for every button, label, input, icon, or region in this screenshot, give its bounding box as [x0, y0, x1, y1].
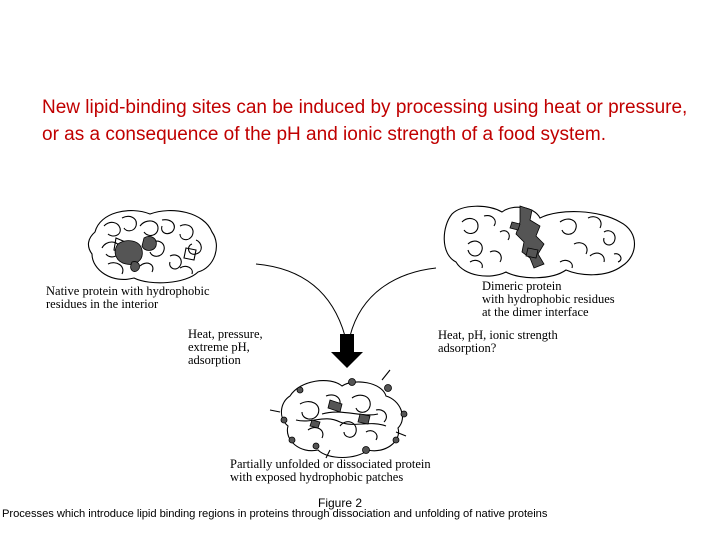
- right-pathway-curve: [349, 267, 437, 337]
- unfolded-label-line: with exposed hydrophobic patches: [230, 470, 404, 484]
- figure-caption: Figure 2: [318, 496, 363, 510]
- right-process-label: Heat, pH, ionic strength adsorption?: [438, 329, 558, 355]
- figure-description: Processes which introduce lipid binding …: [2, 508, 548, 520]
- native-hydrophobic-core: [114, 236, 157, 272]
- unfolded-label-line: Partially unfolded or dissociated protei…: [230, 457, 431, 471]
- dimeric-label-line: with hydrophobic residues: [482, 292, 615, 306]
- dimeric-protein-illustration: [443, 205, 635, 279]
- left-process-label: Heat, pressure, extreme pH, adsorption: [188, 328, 263, 367]
- unfolded-protein-label: Partially unfolded or dissociated protei…: [230, 458, 431, 484]
- dimer-interface-residues: [509, 205, 545, 269]
- native-label-line: residues in the interior: [46, 297, 159, 311]
- pathway-arrows: [255, 263, 437, 337]
- slide-heading: New lipid-binding sites can be induced b…: [42, 97, 688, 145]
- native-protein-label: Native protein with hydrophobic residues…: [46, 285, 210, 311]
- down-arrow: [331, 334, 363, 368]
- exposed-hydrophobic-patches: [280, 378, 408, 454]
- right-process-line: Heat, pH, ionic strength: [438, 328, 558, 342]
- right-process-line: adsorption?: [438, 341, 497, 355]
- left-process-line: extreme pH,: [188, 340, 250, 354]
- dimeric-label-line: at the dimer interface: [482, 305, 589, 319]
- dimeric-label-line: Dimeric protein: [482, 279, 562, 293]
- left-pathway-curve: [255, 263, 346, 337]
- native-label-line: Native protein with hydrophobic: [46, 284, 210, 298]
- dimeric-protein-label: Dimeric protein with hydrophobic residue…: [482, 280, 615, 319]
- left-process-line: adsorption: [188, 353, 241, 367]
- left-process-line: Heat, pressure,: [188, 327, 263, 341]
- unfolded-protein-illustration: [269, 369, 407, 459]
